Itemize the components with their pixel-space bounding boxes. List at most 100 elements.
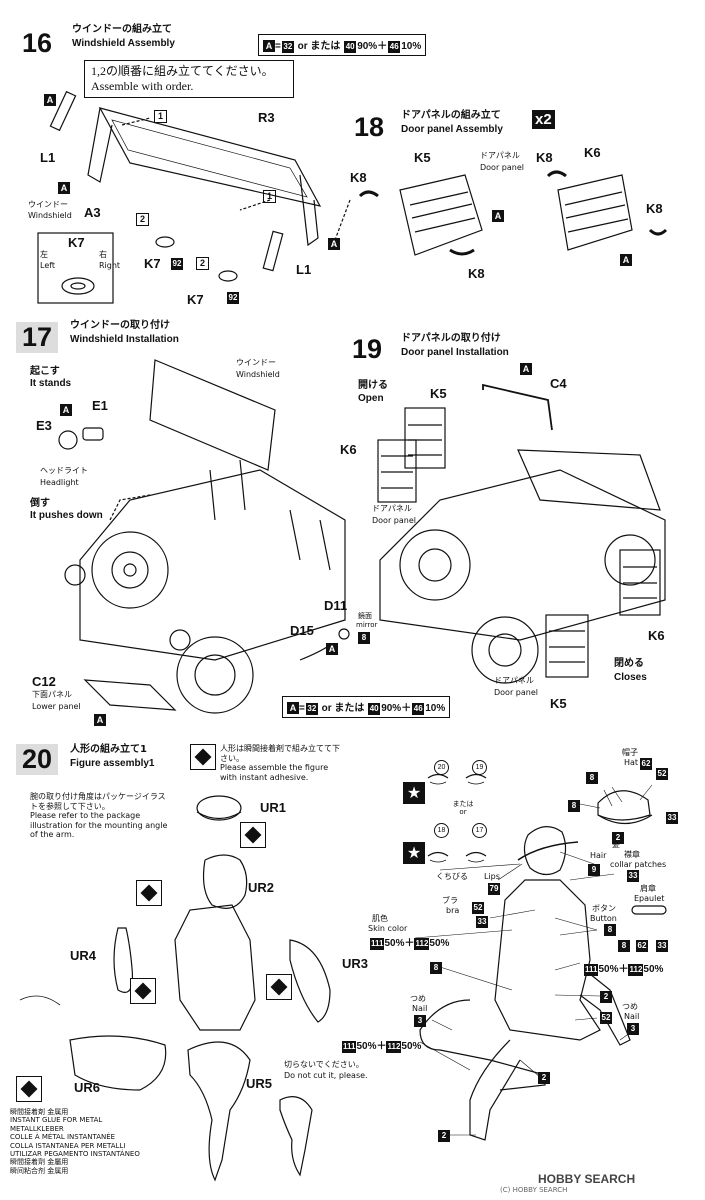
part-k5-label-19b: K5 [550,696,567,711]
legend-line: 瞬间粘合剂 金属用 [10,1166,69,1175]
paint-pct-1: 90%＋ [381,703,412,714]
color-8: 8 [586,772,598,784]
color-8: 8 [618,940,630,952]
instant-glue-icon [130,978,156,1004]
arm-note-en: Please refer to the package illustration… [30,811,168,840]
figure-leg-2-drawing [469,1039,521,1141]
open-en: Open [358,393,384,404]
spare-tire-17-drawing [91,531,169,609]
part-ur1-label: UR1 [260,800,287,815]
mix-pct-1: 50%＋ [356,1041,387,1052]
paint-pct-2: 10% [425,703,446,714]
part-c4-drawing [482,383,553,431]
front-wheel-17-drawing [176,636,254,714]
step16-number: 16 [22,28,53,58]
order-1-marker-b: 1 [263,190,276,203]
eye-or-label: または or [452,800,474,817]
instant-glue-legend-icon [16,1076,42,1102]
nail-en-b: Nail [624,1012,640,1021]
color-8: 8 [358,632,370,644]
decal-star-icon: ★ [403,782,425,804]
a-marker: A [326,643,338,655]
a-marker: A [620,254,632,266]
color-112: 112 [628,964,644,976]
decal-star-icon: ★ [403,842,425,864]
lower-panel-en: Lower panel [32,702,81,711]
door-panel-jp-19: ドアパネル [372,504,412,513]
lower-panel-jp: 下面パネル [32,690,72,699]
mirror-jp: 鏡面 [358,612,372,620]
hat-detail-drawing [597,790,651,821]
part-ur4-label: UR4 [70,948,97,963]
step17-title-jp: ウインドーの取り付け [70,320,170,331]
skin-mix-right: 11150%＋11250% [584,960,663,976]
step18-title-jp: ドアパネルの組み立て [401,110,501,121]
paint-eq: = [299,703,305,714]
bra-en: bra [446,906,460,915]
instant-glue-icon [190,744,216,770]
door-panel-en-19: Door panel [372,516,416,525]
headlight-jp: ヘッドライト [40,466,88,475]
door-k6-19-drawing [377,439,417,503]
right-en: Right [99,261,121,270]
a-marker: A [58,182,70,194]
note-en: Assemble with order. [91,79,194,93]
ur6-leg-drawing [69,1035,167,1091]
epaulet-jp: 肩章 [640,884,656,893]
color-3: 3 [414,1015,426,1027]
left-en: Left [40,261,56,270]
part-k7-label: K7 [144,256,161,271]
part-l1-left-label: L1 [40,150,56,165]
part-l1-right-label: L1 [296,262,312,277]
nocut-jp: 切らないでください。 [284,1060,364,1069]
step20-number: 20 [16,744,59,775]
color-62: 62 [640,758,652,770]
ur5-leg-drawing [187,1041,251,1182]
color-32: 32 [305,703,318,715]
step18-number: 18 [354,112,385,142]
legend-line: METALLKLEBER [10,1124,64,1133]
collar-jp: 襟章 [624,850,640,859]
color-111: 111 [342,1041,357,1053]
lips-en: Lips [484,872,500,881]
part-e1-label: E1 [92,398,108,413]
eye-decal-17: 17 [472,823,487,838]
part-e3-label: E3 [36,418,52,433]
paint-or: or または [321,703,365,714]
door-k6b-19-drawing [619,549,661,616]
skin-jp: 肌色 [372,914,388,923]
note-jp: 1,2の順番に組み立ててください。 [91,64,274,78]
door-k5b-19-drawing [545,614,589,678]
part-k7-label-b: K7 [187,292,204,307]
mix-pct-2: 50% [643,964,664,975]
step19-title-jp: ドアパネルの取り付け [401,333,501,344]
figure-head-drawing [523,826,567,876]
stand-jp: 起こす [30,366,60,377]
legend-line: INSTANT GLUE FOR METAL [10,1116,103,1125]
mix-pct-1: 50%＋ [384,938,415,949]
legend-line: COLLA ISTANTANEA PER METALLI [10,1141,126,1150]
legend-line: 瞬間接着剤 金属用 [10,1108,69,1116]
part-l1-left-drawing [49,90,77,132]
step19-number: 19 [352,334,383,364]
color-112: 112 [414,938,430,950]
mix-pct-1: 50%＋ [598,964,629,975]
arm-note-jp: 腕の取り付け角度はパッケージイラストを参照して下さい。 [30,792,166,811]
part-ur6-label: UR6 [74,1080,101,1095]
windshield-label-jp: ウインドー [28,200,68,209]
right-jp: 右 [99,250,107,259]
hat-jp: 帽子 [622,748,638,757]
windshield-label-en-17: Windshield [236,370,280,379]
part-k5-label-19: K5 [430,386,447,401]
ur3-arm-drawing [289,939,331,1023]
a-marker: A [44,94,56,106]
color-62: 62 [636,940,648,952]
step19-title-en: Door panel Installation [401,347,509,358]
eye-decal-19: 19 [472,760,487,775]
color-8: 8 [568,800,580,812]
a-marker: A [94,714,106,726]
a-marker: A [520,363,532,375]
close-en: Closes [614,672,647,683]
